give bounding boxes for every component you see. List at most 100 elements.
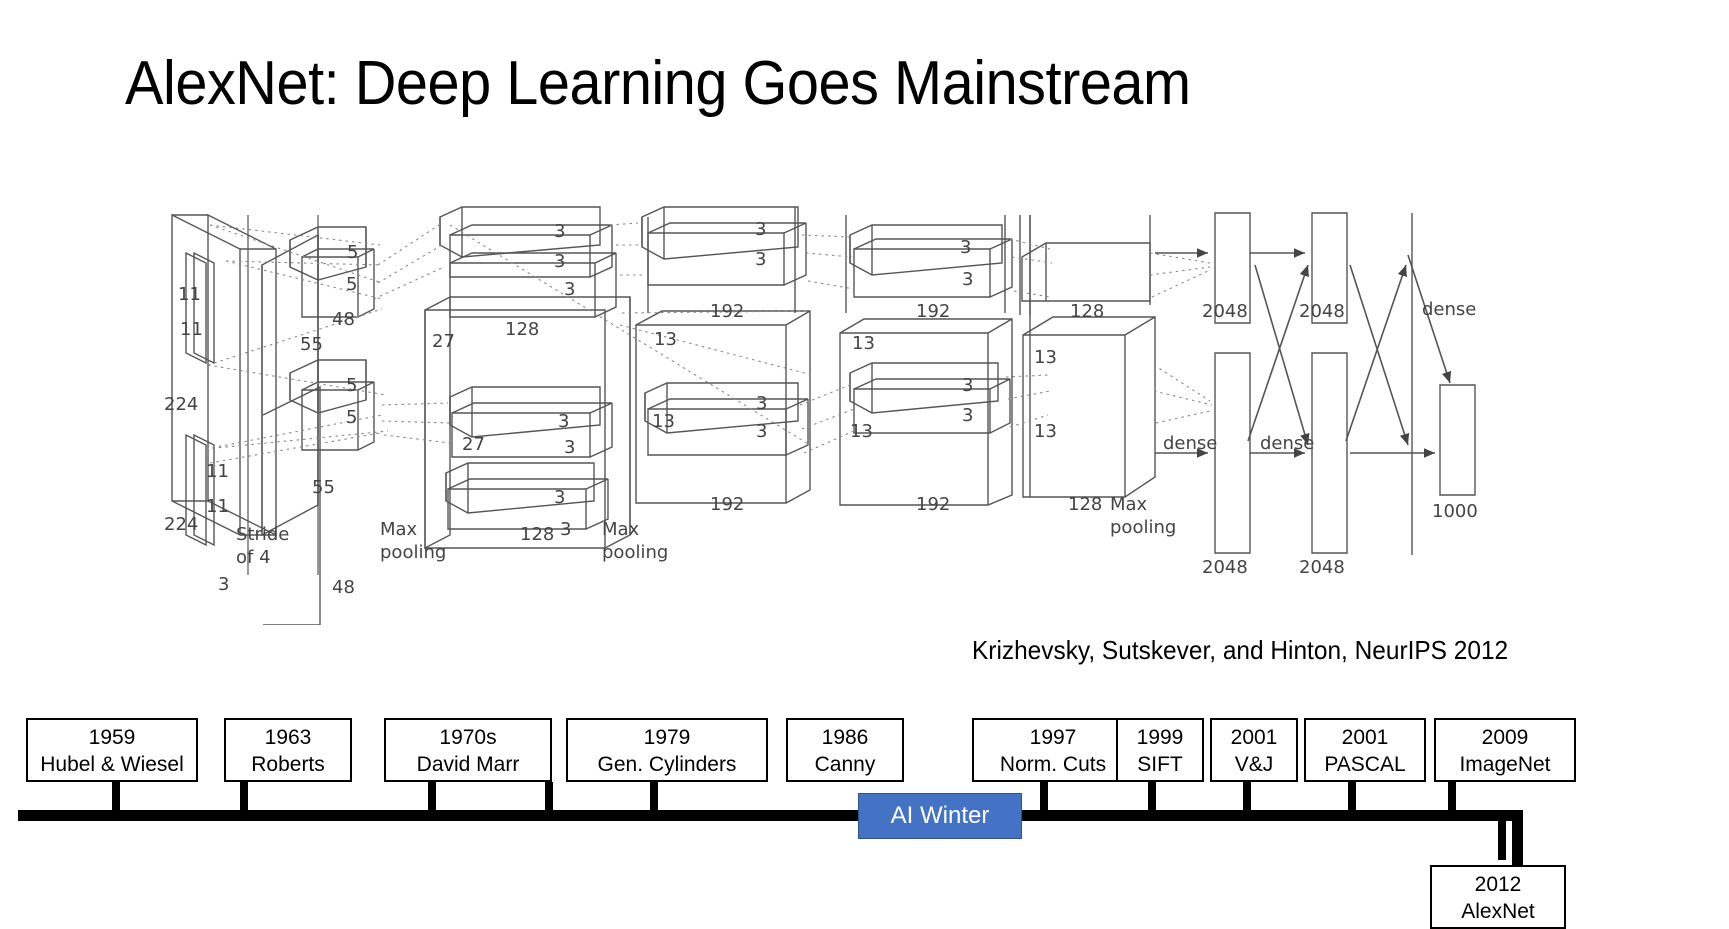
label-conv3-192-top: 192 — [710, 301, 744, 322]
timeline-tick-1959 — [112, 778, 120, 814]
label-kernel-11-d: 11 — [206, 496, 229, 517]
timeline-event-1963[interactable]: 1963 Roberts — [224, 718, 352, 782]
label-fc2-2048-top: 2048 — [1299, 301, 1345, 322]
timeline-drop-bar — [1512, 810, 1523, 872]
label-kernel-5-b: 5 — [346, 274, 357, 295]
label-fc1-2048-bottom: 2048 — [1202, 557, 1248, 578]
label-k3-14: 3 — [962, 375, 973, 396]
label-kernel-11-b: 11 — [180, 319, 203, 340]
label-conv2-128-top: 128 — [505, 319, 539, 340]
page-title: AlexNet: Deep Learning Goes Mainstream — [125, 49, 1191, 118]
timeline-event-year: 2001 — [1230, 726, 1278, 749]
label-conv5-13-bottom: 13 — [1034, 421, 1057, 442]
timeline-event-year: 2012 — [1474, 873, 1522, 896]
timeline-event-1959[interactable]: 1959 Hubel & Wiesel — [26, 718, 198, 782]
label-maxpool2-l2: pooling — [602, 542, 668, 563]
timeline-event-2009[interactable]: 2009 ImageNet — [1434, 718, 1576, 782]
label-maxpool1-l2: pooling — [380, 542, 446, 563]
label-kernel-5-d: 5 — [346, 407, 357, 428]
history-timeline: 1959 Hubel & Wiesel 1963 Roberts 1970s D… — [0, 700, 1729, 929]
label-maxpool2-l1: Max — [602, 519, 640, 540]
label-fc1-2048-top: 2048 — [1202, 301, 1248, 322]
label-k3-11: 3 — [756, 421, 767, 442]
label-k3-7: 3 — [560, 519, 571, 540]
label-conv2-27-top: 27 — [432, 331, 455, 352]
label-maxpool3-l2: pooling — [1110, 517, 1176, 538]
alexnet-diagram-svg: 224 224 11 11 11 11 Stride of 4 3 55 55 … — [164, 206, 1478, 625]
timeline-event-1970s[interactable]: 1970s David Marr — [384, 718, 552, 782]
figure-citation: Krizhevsky, Sutskever, and Hinton, NeurI… — [972, 635, 1509, 665]
label-stride-l1: Stride — [236, 524, 289, 545]
timeline-event-year: 1963 — [264, 726, 312, 749]
label-k3-1: 3 — [554, 221, 565, 242]
label-dense-3: dense — [1422, 299, 1476, 320]
timeline-event-label: Canny — [814, 753, 876, 776]
label-kernel-11-c: 11 — [206, 461, 229, 482]
label-conv1-55-top: 55 — [300, 334, 323, 355]
label-k3-8: 3 — [755, 219, 766, 240]
label-kernel-11-a: 11 — [178, 284, 201, 305]
label-conv4-192-top: 192 — [916, 301, 950, 322]
label-k3-10: 3 — [756, 393, 767, 414]
label-input-224-bottom: 224 — [164, 514, 198, 535]
timeline-tick-1979 — [545, 782, 553, 814]
timeline-event-2001-pascal[interactable]: 2001 PASCAL — [1304, 718, 1426, 782]
label-conv3-13-bottom: 13 — [652, 411, 675, 432]
timeline-tick-1970s — [428, 782, 436, 814]
label-conv3-13-top: 13 — [654, 329, 677, 350]
label-conv1-48-top: 48 — [332, 309, 355, 330]
label-input-depth-3: 3 — [218, 574, 229, 595]
timeline-event-year: 1959 — [88, 726, 136, 749]
timeline-event-label: V&J — [1234, 753, 1274, 776]
timeline-event-year: 1999 — [1136, 726, 1184, 749]
label-conv1-48-bottom: 48 — [332, 577, 355, 598]
label-maxpool1-l1: Max — [380, 519, 418, 540]
timeline-event-year: 2009 — [1481, 726, 1529, 749]
timeline-event-label: AlexNet — [1461, 900, 1535, 923]
ai-winter-badge[interactable]: AI Winter — [858, 793, 1022, 839]
alexnet-architecture-figure: 224 224 11 11 11 11 Stride of 4 3 55 55 … — [150, 205, 1600, 625]
timeline-event-2001-vj[interactable]: 2001 V&J — [1210, 718, 1298, 782]
label-k3-5: 3 — [564, 437, 575, 458]
label-dense-1: dense — [1163, 433, 1217, 454]
timeline-event-1979[interactable]: 1979 Gen. Cylinders — [566, 718, 768, 782]
timeline-event-label: Norm. Cuts — [999, 753, 1107, 776]
timeline-event-year: 1979 — [643, 726, 691, 749]
label-conv3-192-bottom: 192 — [710, 494, 744, 515]
label-conv5-128-bottom: 128 — [1068, 494, 1102, 515]
label-conv1-55-bottom: 55 — [312, 477, 335, 498]
label-conv4-13-bottom: 13 — [850, 421, 873, 442]
timeline-event-1986[interactable]: 1986 Canny — [786, 718, 904, 782]
timeline-event-year: 1986 — [821, 726, 869, 749]
timeline-event-2012[interactable]: 2012 AlexNet — [1430, 865, 1566, 929]
timeline-event-label: David Marr — [416, 753, 520, 776]
label-input-224-left: 224 — [164, 394, 198, 415]
label-conv4-192-bottom: 192 — [916, 494, 950, 515]
timeline-event-year: 1970s — [439, 726, 497, 749]
timeline-event-year: 2001 — [1341, 726, 1389, 749]
label-output-1000: 1000 — [1432, 501, 1478, 522]
timeline-event-1999[interactable]: 1999 SIFT — [1116, 718, 1204, 782]
timeline-main-bar — [18, 810, 1523, 821]
label-k3-15: 3 — [962, 405, 973, 426]
label-conv2-128-bottom: 128 — [520, 524, 554, 545]
label-conv5-13-top: 13 — [1034, 347, 1057, 368]
timeline-event-label: SIFT — [1137, 753, 1183, 776]
timeline-tick-1963 — [240, 782, 248, 814]
label-conv5-128-top: 128 — [1070, 301, 1104, 322]
label-k3-3: 3 — [564, 279, 575, 300]
label-kernel-5-a: 5 — [347, 242, 358, 263]
label-kernel-5-c: 5 — [346, 375, 357, 396]
timeline-tick-2012 — [1498, 820, 1506, 860]
timeline-tick-2009 — [1448, 782, 1456, 814]
timeline-event-label: PASCAL — [1324, 753, 1406, 776]
timeline-tick-1986 — [650, 782, 658, 814]
label-k3-2: 3 — [554, 251, 565, 272]
timeline-tick-1999 — [1148, 782, 1156, 814]
label-maxpool3-l1: Max — [1110, 494, 1148, 515]
timeline-event-1997[interactable]: 1997 Norm. Cuts — [972, 718, 1134, 782]
label-k3-12: 3 — [960, 237, 971, 258]
label-dense-2: dense — [1260, 433, 1314, 454]
label-k3-9: 3 — [755, 249, 766, 270]
timeline-event-year: 1997 — [1029, 726, 1077, 749]
